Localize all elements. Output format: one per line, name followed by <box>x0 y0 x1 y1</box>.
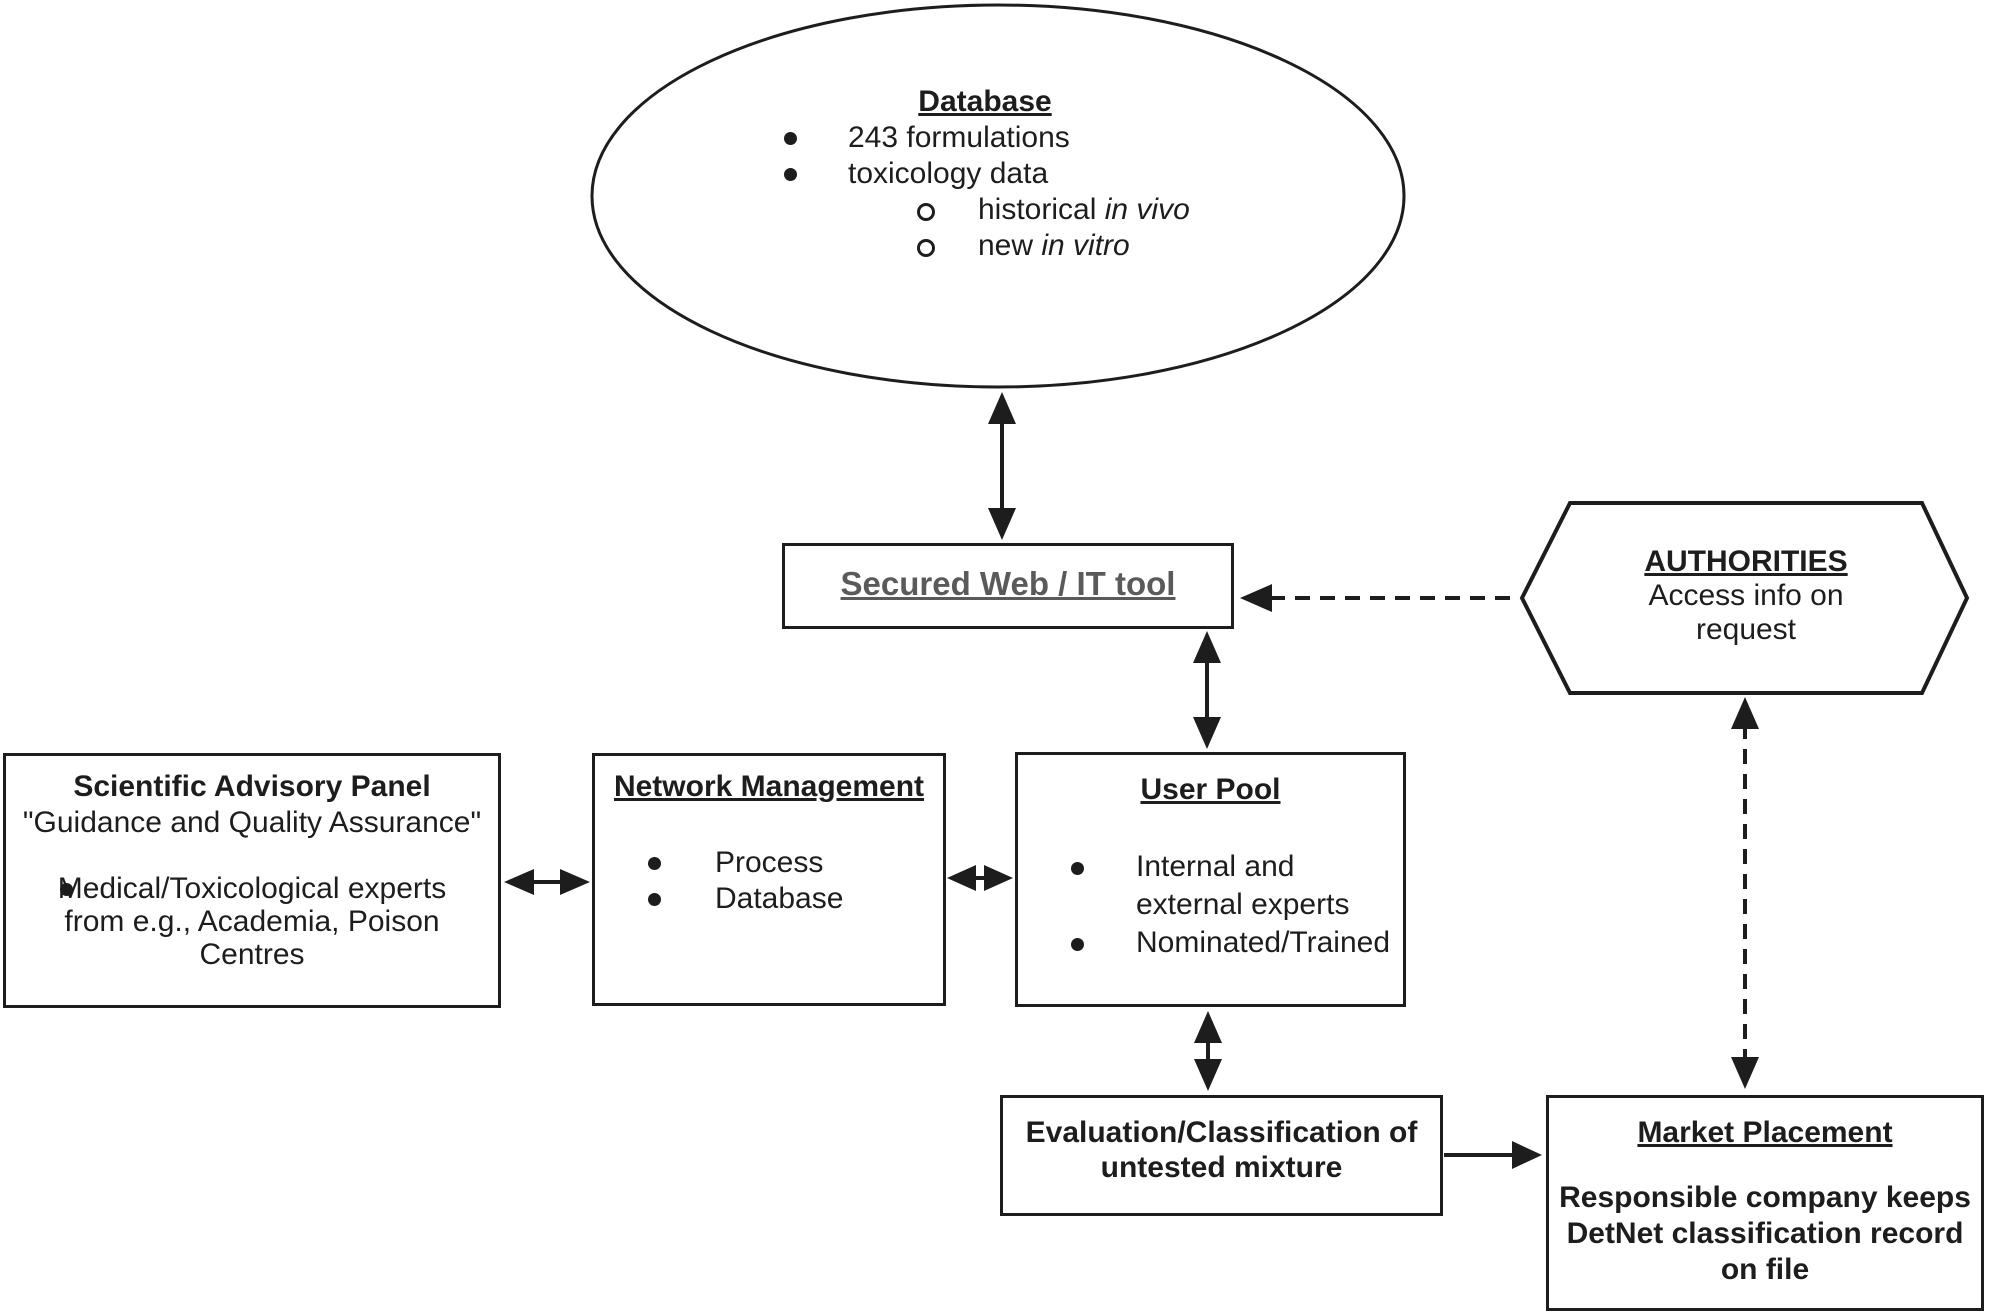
bullet-dot-icon <box>784 168 797 181</box>
network-management-box: Network Management Process Database <box>592 753 946 1006</box>
list-subitem-label: historical <box>978 193 1105 226</box>
bullet-line: from e.g., Academia, Poison <box>64 905 440 938</box>
secured-web-title: Secured Web / IT tool <box>840 565 1176 602</box>
arrow-authorities-marketplacement-dashed <box>1731 697 1759 1089</box>
authorities-node: AUTHORITIES Access info on request <box>1570 545 1922 647</box>
advisory-panel-title: Scientific Advisory Panel <box>73 770 431 803</box>
list-item-label: Process <box>715 846 824 879</box>
bullet-line: Internal and <box>1136 850 1295 883</box>
evaluation-line: untested mixture <box>1100 1151 1343 1184</box>
bullet-dot-icon <box>784 132 797 145</box>
user-pool-title: User Pool <box>1140 773 1281 806</box>
list-subitem: new in vitro <box>760 228 1230 264</box>
database-node: Database 243 formulations toxicology dat… <box>760 84 1230 264</box>
market-placement-line: Responsible company keeps <box>1559 1181 1971 1214</box>
bullet-circle-icon <box>917 203 935 221</box>
evaluation-box: Evaluation/Classification of untested mi… <box>1000 1095 1443 1216</box>
arrow-advisorypanel-networkmanagement <box>504 869 590 895</box>
list-subitem-italic: in vivo <box>1104 193 1190 226</box>
bullet-dot-icon <box>648 857 661 870</box>
arrow-networkmanagement-userpool <box>947 865 1013 891</box>
bullet-line: Medical/Toxicological experts <box>57 872 447 905</box>
market-placement-line: on file <box>1720 1253 1810 1286</box>
advisory-panel-bullet: Medical/Toxicological experts from e.g.,… <box>6 872 498 971</box>
authorities-title: AUTHORITIES <box>1644 545 1848 578</box>
list-item: 243 formulations <box>760 120 1230 156</box>
secured-web-box: Secured Web / IT tool <box>782 543 1234 629</box>
market-placement-body: Responsible company keeps DetNet classif… <box>1549 1180 1981 1288</box>
user-pool-box: User Pool Internal and external experts … <box>1015 752 1406 1007</box>
arrow-database-securedweb <box>988 392 1016 540</box>
list-item: Nominated/Trained <box>1018 924 1403 962</box>
authorities-line: request <box>1695 613 1797 646</box>
list-item: toxicology data <box>760 156 1230 192</box>
list-item: Internal and external experts <box>1018 848 1403 924</box>
arrow-userpool-evaluation <box>1194 1011 1222 1091</box>
authorities-hexagon-shape <box>1519 501 1970 695</box>
bullet-line: Centres <box>199 938 305 971</box>
bullet-dot-icon <box>60 883 73 896</box>
advisory-panel-box: Scientific Advisory Panel "Guidance and … <box>3 753 501 1008</box>
authorities-line: Access info on <box>1648 579 1844 612</box>
arrow-evaluation-marketplacement <box>1444 1141 1542 1169</box>
list-item-label: 243 formulations <box>848 121 1070 154</box>
database-title: Database <box>918 85 1052 118</box>
list-item-label: Nominated/Trained <box>1136 926 1391 959</box>
database-ellipse-shape <box>590 3 1406 389</box>
list-item-label: toxicology data <box>848 157 1049 190</box>
arrow-authorities-securedweb-dashed <box>1240 584 1520 612</box>
market-placement-box: Market Placement Responsible company kee… <box>1546 1095 1984 1311</box>
bullet-circle-icon <box>917 239 935 257</box>
bullet-dot-icon <box>1071 862 1084 875</box>
network-management-title: Network Management <box>613 770 925 803</box>
market-placement-title: Market Placement <box>1637 1116 1893 1149</box>
list-subitem-label: new <box>978 229 1042 262</box>
list-item: Process <box>595 845 943 881</box>
list-item: Database <box>595 881 943 917</box>
evaluation-line: Evaluation/Classification of <box>1025 1116 1418 1149</box>
bullet-dot-icon <box>648 893 661 906</box>
advisory-panel-subtitle: "Guidance and Quality Assurance" <box>22 806 482 839</box>
list-subitem: historical in vivo <box>760 192 1230 228</box>
list-item-label: Database <box>715 882 844 915</box>
market-placement-line: DetNet classification record <box>1566 1217 1964 1250</box>
arrow-securedweb-userpool <box>1193 631 1221 749</box>
bullet-dot-icon <box>1071 938 1084 951</box>
bullet-line: external experts <box>1136 888 1350 921</box>
list-subitem-italic: in vitro <box>1041 229 1130 262</box>
